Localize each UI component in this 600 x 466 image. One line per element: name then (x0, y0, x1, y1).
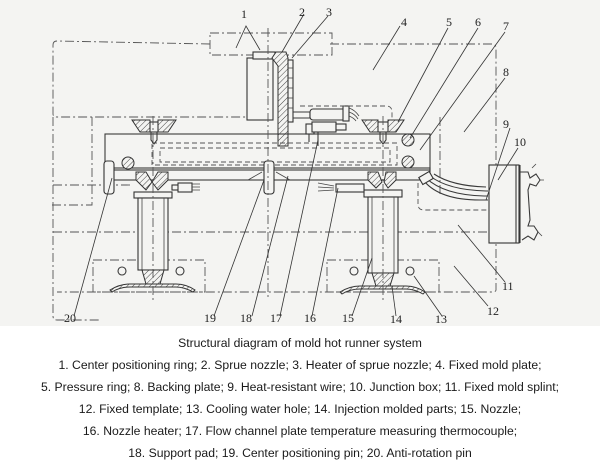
pressure-ring-left (131, 119, 151, 133)
callout-numbers: 1 2 3 4 5 6 7 8 9 10 11 12 13 14 15 16 1… (64, 5, 526, 326)
backing-plate (52, 117, 100, 321)
caption-line: 5. Pressure ring; 8. Backing plate; 9. H… (41, 380, 559, 394)
callout-7: 7 (503, 19, 509, 33)
cooling-water-hole (405, 266, 415, 276)
caption-line: 12. Fixed template; 13. Cooling water ho… (78, 402, 522, 416)
leader-lines (73, 13, 519, 317)
hot-runner-diagram: 1 2 3 4 5 6 7 8 9 10 11 12 13 14 15 16 1… (0, 0, 600, 326)
callout-5: 5 (446, 15, 452, 29)
caption-title: Structural diagram of mold hot runner sy… (178, 336, 422, 350)
callout-10: 10 (514, 135, 526, 149)
molded-part-left (109, 283, 196, 293)
callout-3: 3 (326, 5, 332, 19)
callout-20: 20 (64, 311, 76, 325)
caption-line: 16. Nozzle heater; 17. Flow channel plat… (82, 424, 518, 438)
nozzle-left (133, 171, 200, 285)
callout-8: 8 (503, 65, 509, 79)
callout-17: 17 (270, 311, 282, 325)
fixed-mold-plate (52, 40, 250, 118)
molded-part-right (339, 285, 426, 295)
callout-13: 13 (435, 312, 447, 326)
callout-4: 4 (401, 15, 407, 29)
callout-1: 1 (241, 7, 247, 21)
callout-9: 9 (503, 117, 509, 131)
pressure-ring-right (361, 119, 379, 133)
caption-line: 18. Support pad; 19. Center positioning … (128, 446, 472, 460)
center-positioning-pin (263, 160, 275, 195)
callout-6: 6 (475, 15, 481, 29)
figure-caption: Structural diagram of mold hot runner sy… (0, 332, 600, 464)
callout-2: 2 (299, 5, 305, 19)
caption-line: 1. Center positioning ring; 2. Sprue noz… (58, 358, 542, 372)
anti-rotation-pin (103, 160, 115, 195)
callout-15: 15 (342, 311, 354, 325)
callout-12: 12 (487, 304, 499, 318)
heat-resistant-wire (423, 173, 488, 201)
callout-19: 19 (204, 311, 216, 325)
sprue-nozzle (271, 51, 289, 147)
callout-11: 11 (502, 279, 514, 293)
junction-box (488, 163, 544, 244)
callout-14: 14 (390, 312, 402, 326)
callout-16: 16 (304, 311, 316, 325)
fixed-template (57, 232, 497, 293)
nozzle-heater (335, 183, 365, 193)
callout-18: 18 (240, 311, 252, 325)
